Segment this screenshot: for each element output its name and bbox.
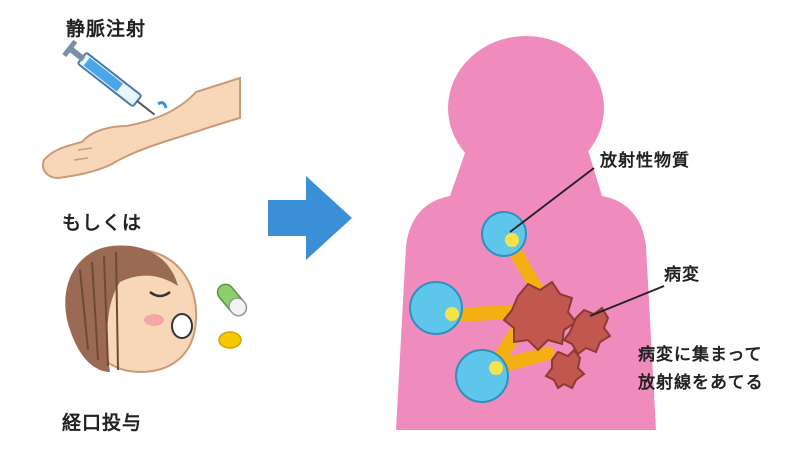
tablet-icon	[218, 331, 242, 349]
label-injection: 静脈注射	[66, 18, 147, 40]
label-radioactive-substance: 放射性物質	[600, 151, 690, 171]
leader-line-lesion	[589, 285, 665, 317]
label-oral: 経口投与	[62, 412, 143, 434]
arm-icon	[42, 76, 241, 180]
arrow-right-icon	[268, 176, 352, 260]
syringe-icon	[62, 39, 156, 116]
cell-icon	[409, 211, 527, 403]
label-lesion: 病変	[664, 265, 700, 285]
caption-line-2: 放射線をあてる	[638, 373, 764, 393]
label-or: もしくは	[62, 212, 143, 234]
lesion-icon	[502, 280, 612, 390]
leader-line-radioactive	[509, 167, 595, 233]
caption-line-1: 病変に集まって	[638, 345, 763, 365]
capsule-icon	[216, 283, 248, 317]
girl-face-icon	[65, 245, 198, 374]
